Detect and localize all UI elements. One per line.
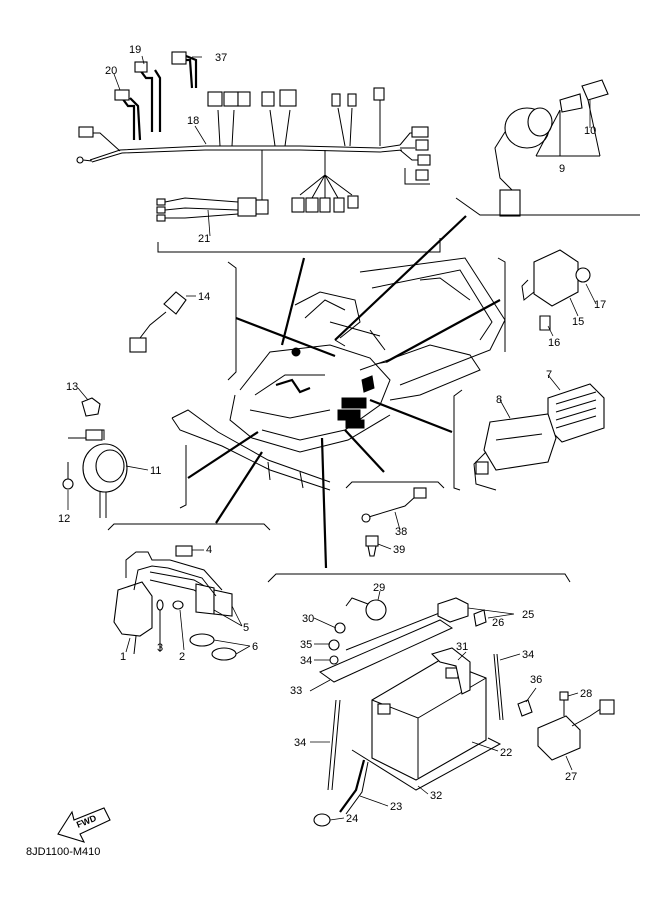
callout-9: 9 — [559, 163, 565, 175]
callout-24: 24 — [346, 813, 358, 825]
callout-25: 25 — [522, 609, 534, 621]
harness-bracket — [157, 238, 441, 253]
callout-18: 18 — [187, 115, 199, 127]
callout-26: 26 — [492, 617, 504, 629]
callout-labels: 19 20 37 18 10 9 21 14 17 15 16 7 13 8 1… — [58, 44, 606, 825]
section-brackets — [107, 257, 571, 583]
callout-4: 4 — [206, 544, 212, 556]
callout-38: 37 — [215, 52, 227, 64]
part-14-sensor — [129, 291, 187, 353]
callout-3: 3 — [157, 642, 163, 654]
callout-1: 1 — [120, 651, 126, 663]
callout-32: 32 — [430, 790, 442, 802]
callout-2: 2 — [179, 651, 185, 663]
callout-13: 13 — [66, 381, 78, 393]
callout-30: 30 — [302, 613, 314, 625]
callout-12: 12 — [58, 513, 70, 525]
part-8-unit-cover — [473, 413, 557, 491]
callout-11: 11 — [150, 465, 161, 477]
part-15-rectifier — [521, 249, 591, 331]
fwd-arrow-icon: FWD — [57, 807, 111, 843]
callout-34-right: 34 — [522, 649, 534, 661]
callout-27: 27 — [565, 771, 577, 783]
callout-22: 22 — [500, 747, 512, 759]
wire-harness — [76, 87, 431, 215]
snowmobile-body — [171, 257, 506, 491]
pointer-lines — [187, 215, 501, 569]
callout-15: 15 — [572, 316, 584, 328]
lead-wires — [114, 51, 198, 141]
callout-8: 8 — [496, 394, 502, 406]
drawing-code: 8JD1100-M410 — [26, 846, 100, 858]
part-7-cdi-unit — [547, 383, 605, 443]
switch-bracket — [455, 197, 640, 216]
callout-17: 17 — [594, 299, 606, 311]
leader-lines — [67, 55, 597, 821]
callout-39: 38 — [395, 526, 407, 538]
callout-19: 19 — [129, 44, 141, 56]
part-11-coil-clamp — [62, 397, 128, 518]
ignition-coil-assembly — [113, 545, 237, 661]
main-switch — [494, 79, 609, 217]
part-40-sensor-switch — [365, 535, 379, 557]
callout-16: 16 — [548, 337, 560, 349]
callout-37: 36 — [530, 674, 542, 686]
callout-35: 34 — [300, 655, 312, 667]
callout-28: 28 — [580, 688, 592, 700]
callout-29: 29 — [373, 582, 385, 594]
callout-34-left: 34 — [294, 737, 306, 749]
callout-10: 10 — [584, 125, 596, 137]
battery-group — [313, 597, 615, 827]
part-39-switch-lead — [361, 487, 427, 523]
callout-20: 20 — [105, 65, 117, 77]
callout-21: 21 — [198, 233, 210, 245]
callout-23: 23 — [390, 801, 402, 813]
sub-harness — [156, 197, 257, 222]
callout-33: 33 — [290, 685, 302, 697]
callout-5: 5 — [243, 622, 249, 634]
callout-7: 7 — [546, 369, 552, 381]
callout-6: 6 — [252, 641, 258, 653]
switch-leader — [535, 99, 601, 157]
callout-31: 31 — [456, 641, 468, 653]
callout-36: 35 — [300, 639, 312, 651]
callout-14: 14 — [198, 291, 210, 303]
callout-40: 39 — [393, 544, 405, 556]
